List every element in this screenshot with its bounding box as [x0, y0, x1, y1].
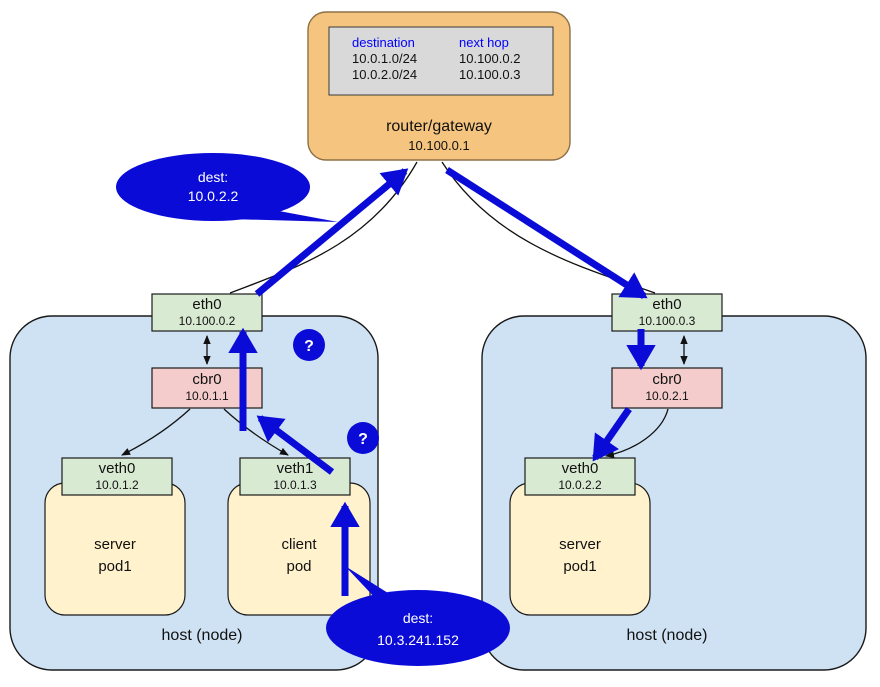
packet-arrow-right-cbr0-to-veth0 [592, 407, 632, 462]
left-cbr0-label: cbr0 [192, 371, 221, 388]
right-cbr0-ip: 10.0.2.1 [645, 389, 689, 403]
left-veth0-box [61, 457, 173, 496]
left-eth0-label: eth0 [192, 296, 221, 313]
routing-table-row2-destination: 10.0.2.0/24 [352, 67, 417, 82]
right-server-pod-label-line2: pod1 [563, 558, 596, 575]
router-label: router/gateway [386, 118, 492, 135]
question-mark-eth0: ? [304, 338, 314, 355]
routing-table-row2-next-hop: 10.100.0.3 [459, 67, 520, 82]
left-veth1-label: veth1 [277, 460, 314, 477]
left-veth0-ip: 10.0.1.2 [95, 478, 139, 492]
client-pod-label-line2: pod [286, 558, 311, 575]
routing-table-header-next-hop: next hop [459, 35, 509, 50]
right-veth0-label: veth0 [562, 460, 599, 477]
left-veth1-ip: 10.0.1.3 [273, 478, 317, 492]
packet-arrow-router-to-right-eth0 [445, 167, 648, 299]
left-veth0-label: veth0 [99, 460, 136, 477]
right-server-pod-label-line1: server [559, 536, 601, 553]
left-host-label: host (node) [162, 627, 243, 644]
packet-arrow-veth1-to-cbr0 [256, 415, 335, 475]
right-eth0-box [611, 293, 723, 332]
right-eth0-label: eth0 [652, 296, 681, 313]
callout-dest-bottom-line2: 10.3.241.152 [377, 632, 459, 648]
client-pod-label-line1: client [281, 536, 317, 553]
left-eth0-ip: 10.100.0.2 [179, 314, 236, 328]
packet-arrow-eth0-to-router [254, 168, 409, 297]
callout-dest-bottom [326, 590, 510, 666]
routing-table-header-destination: destination [352, 35, 415, 50]
link-left-cbr0-veth0 [121, 408, 191, 456]
question-mark-veth1: ? [358, 431, 368, 448]
right-cbr0-box [611, 367, 723, 409]
right-veth0-ip: 10.0.2.2 [558, 478, 602, 492]
callout-dest-top-line1: dest: [198, 169, 228, 185]
left-server-pod-label-line1: server [94, 536, 136, 553]
left-eth0-box [151, 293, 263, 332]
routing-table-row1-next-hop: 10.100.0.2 [459, 51, 520, 66]
question-badge-eth0 [293, 329, 325, 361]
callout-dest-top-line2: 10.0.2.2 [188, 188, 239, 204]
link-router-right-eth0 [441, 161, 656, 294]
routing-table-row1-destination: 10.0.1.0/24 [352, 51, 417, 66]
left-veth1-box [239, 457, 351, 496]
left-cbr0-ip: 10.0.1.1 [185, 389, 229, 403]
question-badge-veth1 [347, 422, 379, 454]
callout-dest-bottom-line1: dest: [403, 610, 433, 626]
right-cbr0-label: cbr0 [652, 371, 681, 388]
right-host-label: host (node) [627, 627, 708, 644]
right-veth0-box [524, 457, 636, 496]
right-eth0-ip: 10.100.0.3 [639, 314, 696, 328]
router-ip: 10.100.0.1 [408, 138, 469, 153]
left-server-pod-label-line2: pod1 [98, 558, 131, 575]
routing-table [328, 26, 554, 96]
callout-dest-top [116, 153, 310, 221]
